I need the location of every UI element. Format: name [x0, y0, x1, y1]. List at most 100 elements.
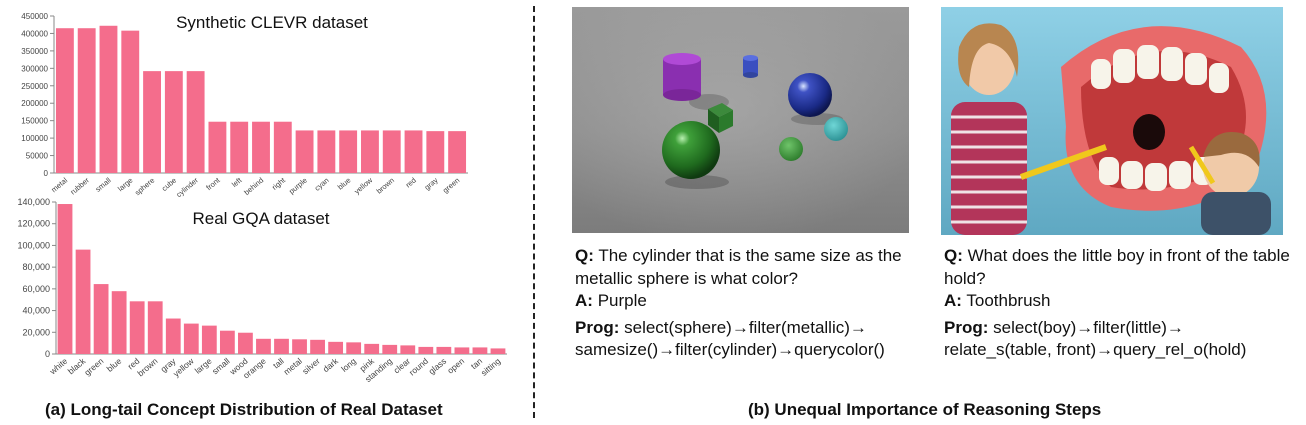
x-tick-label: green: [82, 356, 105, 378]
clevr-answer: A: Purple: [575, 290, 920, 313]
answer-text: Toothbrush: [966, 291, 1051, 310]
bar-wood: [238, 332, 253, 354]
bar-yellow: [183, 323, 199, 354]
bar-brown: [147, 301, 163, 354]
x-tick-label: right: [270, 175, 288, 192]
bar-cube: [164, 71, 183, 173]
x-tick-label: metal: [281, 356, 303, 377]
bar-clear: [400, 345, 416, 354]
clevr-program: Prog: select(sphere)→filter(metallic)→ s…: [575, 317, 920, 362]
bar-green: [448, 131, 467, 173]
y-tick-label: 400000: [21, 29, 48, 38]
x-tick-label: left: [230, 175, 244, 189]
gqa-photo-image: [941, 7, 1283, 235]
x-tick-label: purple: [287, 176, 309, 196]
bar-red: [404, 130, 423, 173]
x-tick-label: blue: [336, 176, 353, 192]
bar-tan: [472, 347, 488, 354]
bar-pink: [364, 343, 380, 354]
x-tick-label: cyan: [313, 176, 331, 193]
x-tick-label: glass: [427, 356, 449, 376]
clevr-chart: 0500001000001500002000002500003000003500…: [21, 12, 468, 199]
program-line-2: samesize()→filter(cylinder)→querycolor(): [575, 340, 885, 359]
bar-sphere: [143, 71, 161, 173]
program-label: Prog:: [944, 317, 989, 337]
bar-red: [129, 301, 145, 354]
bar-small: [99, 25, 118, 173]
program-line-2: relate_s(table, front)→query_rel_o(hold): [944, 340, 1247, 359]
x-tick-label: silver: [300, 356, 322, 377]
y-tick-label: 50000: [26, 152, 49, 161]
clevr-scene-image: [572, 7, 909, 233]
x-tick-label: cylinder: [174, 175, 200, 199]
bar-long: [346, 342, 362, 354]
bar-rubber: [77, 28, 96, 174]
x-tick-label: front: [204, 175, 222, 192]
bar-dark: [328, 341, 344, 354]
y-tick-label: 20,000: [22, 327, 50, 337]
dashed-divider: [533, 6, 535, 418]
y-tick-label: 140,000: [17, 198, 50, 207]
y-tick-label: 300000: [21, 64, 48, 73]
y-tick-label: 100,000: [17, 240, 50, 250]
bar-left: [230, 121, 249, 173]
y-tick-label: 120,000: [17, 219, 50, 229]
bar-gray: [165, 318, 181, 354]
bar-large: [201, 325, 217, 354]
clevr-qa-block: Q: The cylinder that is the same size as…: [575, 245, 920, 362]
bar-standing: [382, 344, 398, 354]
x-tick-label: long: [339, 356, 358, 374]
gqa-program: Prog: select(boy)→filter(little)→ relate…: [944, 317, 1306, 362]
program-line-1: select(sphere)→filter(metallic)→: [624, 317, 867, 337]
bar-brown: [382, 130, 401, 173]
program-line-1: select(boy)→filter(little)→: [993, 317, 1184, 337]
x-tick-label: red: [404, 176, 418, 190]
bar-blue: [339, 130, 358, 173]
bar-green: [93, 284, 109, 354]
x-tick-label: yellow: [352, 175, 374, 196]
x-tick-label: small: [210, 356, 232, 376]
x-tick-label: large: [193, 356, 214, 376]
bar-blue: [111, 291, 127, 354]
y-tick-label: 60,000: [22, 284, 50, 294]
caption-b: (b) Unequal Importance of Reasoning Step…: [748, 400, 1102, 419]
bar-tall: [274, 338, 289, 354]
gqa-qa-block: Q: What does the little boy in front of …: [944, 245, 1306, 362]
clevr-question: Q: The cylinder that is the same size as…: [575, 245, 920, 290]
question-text: What does the little boy in front of the…: [944, 246, 1290, 288]
bar-black: [75, 249, 91, 354]
y-tick-label: 350000: [21, 47, 48, 56]
x-tick-label: brown: [375, 176, 396, 196]
x-tick-label: brown: [135, 356, 159, 379]
x-tick-label: rubber: [69, 175, 92, 196]
x-tick-label: sphere: [133, 176, 156, 198]
bar-white: [57, 204, 73, 354]
y-tick-label: 150000: [21, 117, 48, 126]
bar-round: [418, 346, 434, 354]
clevr-chart-title: Synthetic CLEVR dataset: [176, 13, 368, 32]
x-tick-label: metal: [49, 175, 69, 194]
answer-label: A:: [944, 291, 962, 310]
gqa-answer: A: Toothbrush: [944, 290, 1306, 313]
bar-gray: [426, 131, 445, 173]
bar-purple: [295, 130, 314, 173]
x-tick-label: behind: [242, 176, 265, 197]
question-label: Q:: [575, 246, 594, 265]
x-tick-label: small: [94, 175, 113, 193]
y-tick-label: 250000: [21, 82, 48, 91]
answer-label: A:: [575, 291, 593, 310]
y-tick-label: 200000: [21, 99, 48, 108]
x-tick-label: large: [116, 176, 135, 194]
x-tick-label: blue: [105, 356, 124, 374]
x-tick-label: open: [445, 356, 466, 376]
gqa-chart-title: Real GQA dataset: [192, 209, 329, 228]
y-tick-label: 100000: [21, 134, 48, 143]
answer-text: Purple: [597, 291, 647, 310]
x-tick-label: gray: [423, 175, 440, 191]
x-tick-label: dark: [321, 355, 341, 374]
bar-yellow: [361, 130, 379, 173]
bar-small: [219, 330, 235, 354]
bar-orange: [256, 338, 271, 354]
bar-large: [121, 30, 140, 173]
bar-cyan: [317, 130, 336, 173]
